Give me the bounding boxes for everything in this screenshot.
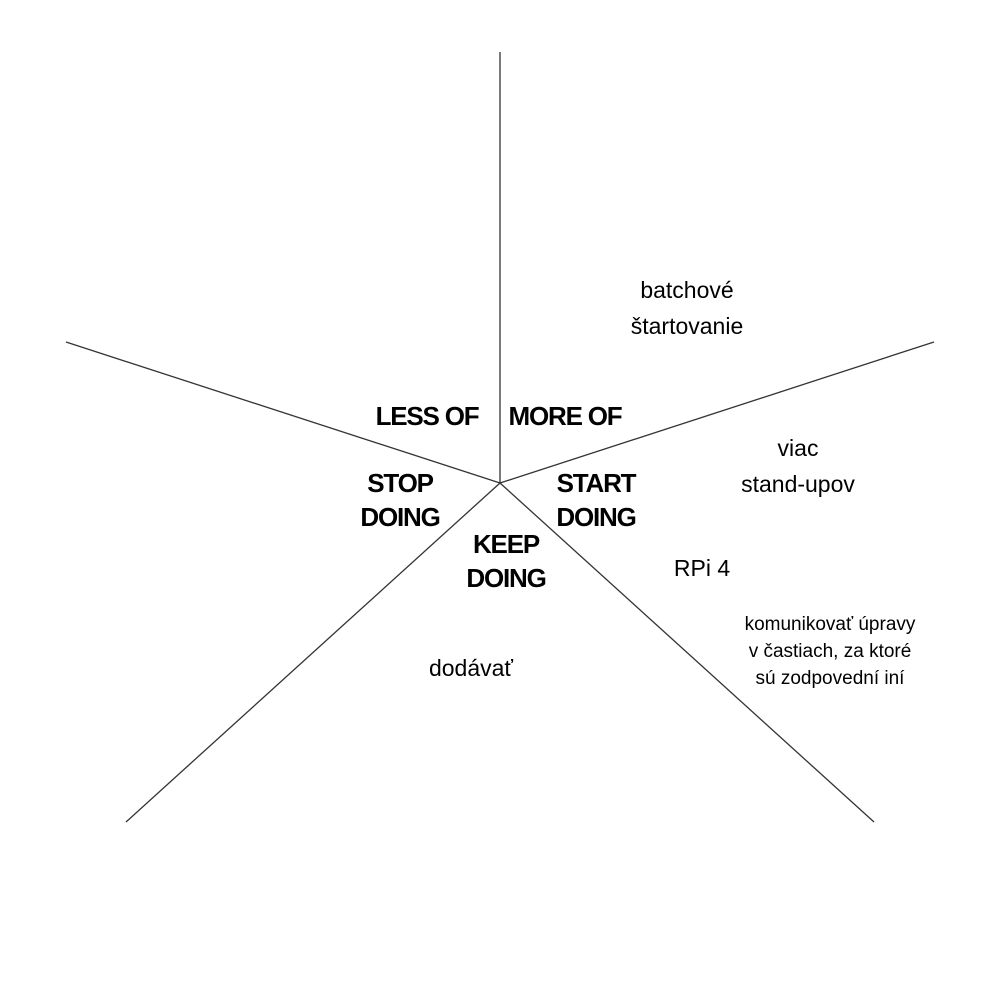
note-standups-line-1: viac [777,435,819,461]
divider-line-upper-right [499,341,935,484]
note-start-doing-communicate: komunikovať úpravy v častiach, za ktoré … [730,611,930,692]
note-communicate-line-3: sú zodpovední iní [755,668,905,689]
divider-line-lower-left [125,482,501,823]
section-label-start-doing: START DOING [536,466,656,534]
note-more-of-line-1: batchové [640,277,734,303]
section-label-keep-doing: KEEP DOING [446,527,566,595]
note-more-of-line-2: štartovanie [630,313,744,339]
less-of-text: LESS OF [375,401,480,431]
note-communicate-line-2: v častiach, za ktoré [748,641,912,662]
more-of-text: MORE OF [508,401,623,431]
note-communicate-line-1: komunikovať úpravy [744,614,916,635]
note-rpi-text: RPi 4 [673,555,731,581]
keep-doing-line-2: DOING [466,563,546,593]
section-label-stop-doing: STOP DOING [340,466,460,534]
stop-doing-line-2: DOING [360,502,440,532]
note-keep-doing-text: dodávať [428,655,514,681]
divider-line-lower-right [499,482,875,823]
section-label-less-of: LESS OF [362,399,492,433]
stop-doing-line-1: STOP [367,468,434,498]
note-keep-doing: dodávať [396,650,546,686]
start-doing-line-2: DOING [556,502,636,532]
section-label-more-of: MORE OF [500,399,630,433]
keep-doing-line-1: KEEP [472,529,540,559]
note-more-of: batchové štartovanie [587,272,787,344]
divider-line-upper-left [65,341,501,484]
note-start-doing-rpi: RPi 4 [652,550,752,586]
note-standups-line-2: stand-upov [741,471,855,497]
start-doing-line-1: START [556,468,637,498]
note-start-doing-standups: viac stand-upov [698,430,898,502]
